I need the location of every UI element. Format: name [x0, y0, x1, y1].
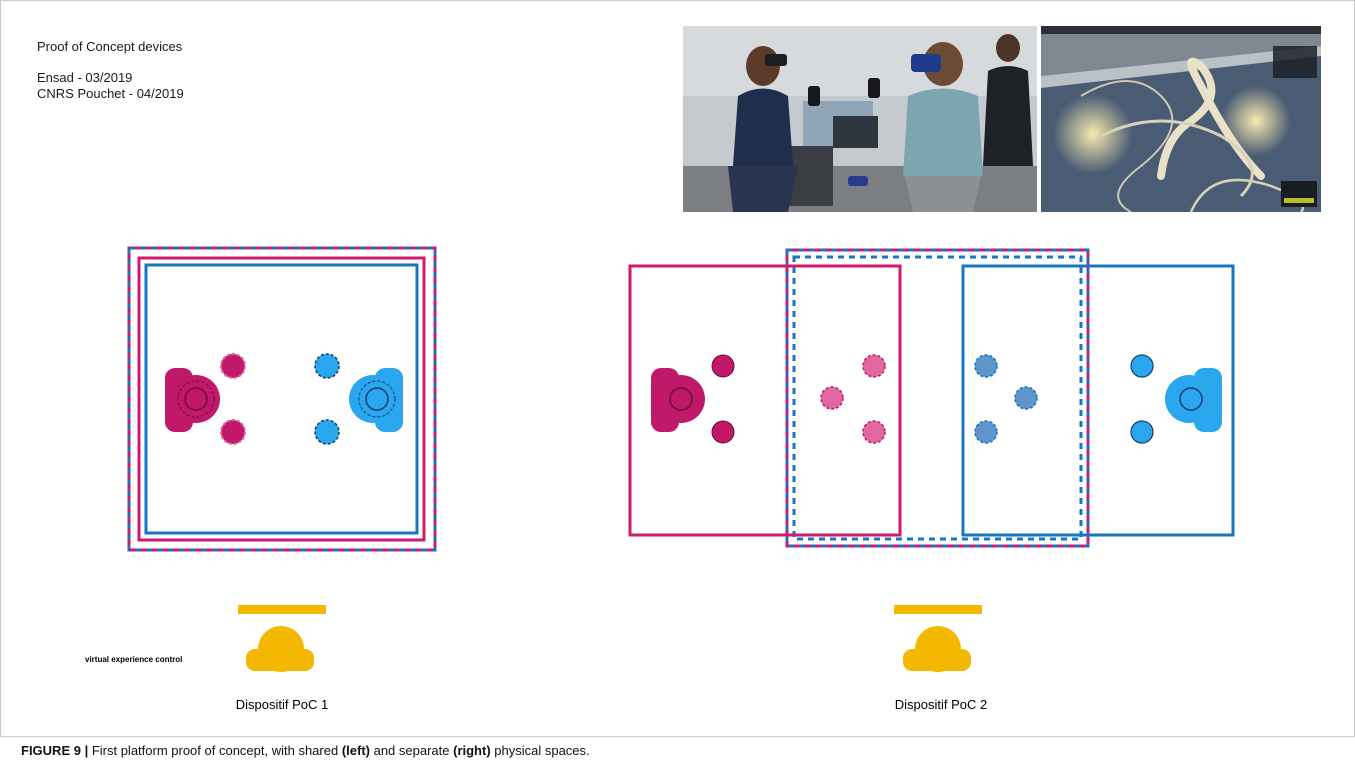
- poc2-label: Dispositif PoC 2: [895, 697, 987, 712]
- shared-space-outer-dashed-magenta: [127, 246, 437, 552]
- cyan-controller-icon: [314, 353, 340, 379]
- cyan-controller-icon: [314, 419, 340, 445]
- virtual-space-dashed-blue: [785, 248, 1090, 548]
- virtual-space-dashed-magenta: [785, 248, 1090, 548]
- caption-right: (right): [453, 743, 491, 758]
- control-operator-icon: [246, 626, 314, 672]
- caption-text: physical spaces.: [490, 743, 590, 758]
- cyan-controller-icon: [1130, 354, 1154, 378]
- caption-text: First platform proof of concept, with sh…: [88, 743, 342, 758]
- blue-avatar-controller-icon: [974, 420, 998, 444]
- cyan-user-icon: [1165, 368, 1222, 432]
- shared-space-blue-border: [144, 263, 419, 535]
- figure-title: Proof of Concept devices: [37, 39, 183, 54]
- caption-text: and separate: [369, 743, 454, 758]
- shared-space-magenta-border: [137, 256, 426, 542]
- cyan-controller-icon: [1130, 420, 1154, 444]
- magenta-avatar-controller-icon: [820, 386, 844, 410]
- control-label: virtual experience control: [85, 655, 182, 664]
- poc1-diagram: virtual experience control Dispositif Po…: [85, 246, 437, 712]
- title-block: Proof of Concept devices Ensad - 03/2019…: [37, 39, 184, 102]
- figure-caption: FIGURE 9 | First platform proof of conce…: [21, 743, 590, 758]
- poc2-diagram: Dispositif PoC 2: [628, 248, 1235, 712]
- layout-diagram: virtual experience control Dispositif Po…: [85, 246, 1235, 712]
- caption-left: (left): [341, 743, 370, 758]
- magenta-physical-space: [628, 264, 902, 537]
- magenta-avatar-controller-icon: [862, 354, 886, 378]
- magenta-controller-icon: [711, 420, 735, 444]
- cyan-user-icon: [349, 368, 403, 432]
- magenta-controller-icon: [711, 354, 735, 378]
- date-line-ensad: Ensad - 03/2019: [37, 70, 133, 85]
- magenta-avatar-controller-icon: [862, 420, 886, 444]
- vr-users-photo: [683, 26, 1037, 212]
- control-operator-icon: [903, 626, 971, 672]
- control-screen-icon: [894, 605, 982, 614]
- poc1-label: Dispositif PoC 1: [236, 697, 328, 712]
- magenta-user-icon: [165, 368, 220, 432]
- magenta-controller-icon: [220, 353, 246, 379]
- blue-avatar-controller-icon: [974, 354, 998, 378]
- magenta-user-icon: [651, 368, 705, 432]
- figure-number: FIGURE 9 |: [21, 743, 89, 758]
- blue-avatar-controller-icon: [1014, 386, 1038, 410]
- control-screen-icon: [238, 605, 326, 614]
- date-line-cnrs: CNRS Pouchet - 04/2019: [37, 86, 184, 101]
- vr-scene-screenshot: [1041, 26, 1321, 212]
- blue-physical-space: [961, 264, 1235, 537]
- magenta-controller-icon: [220, 419, 246, 445]
- figure-frame: Proof of Concept devices Ensad - 03/2019…: [0, 0, 1355, 737]
- virtual-space-dashed-inner: [792, 255, 1083, 541]
